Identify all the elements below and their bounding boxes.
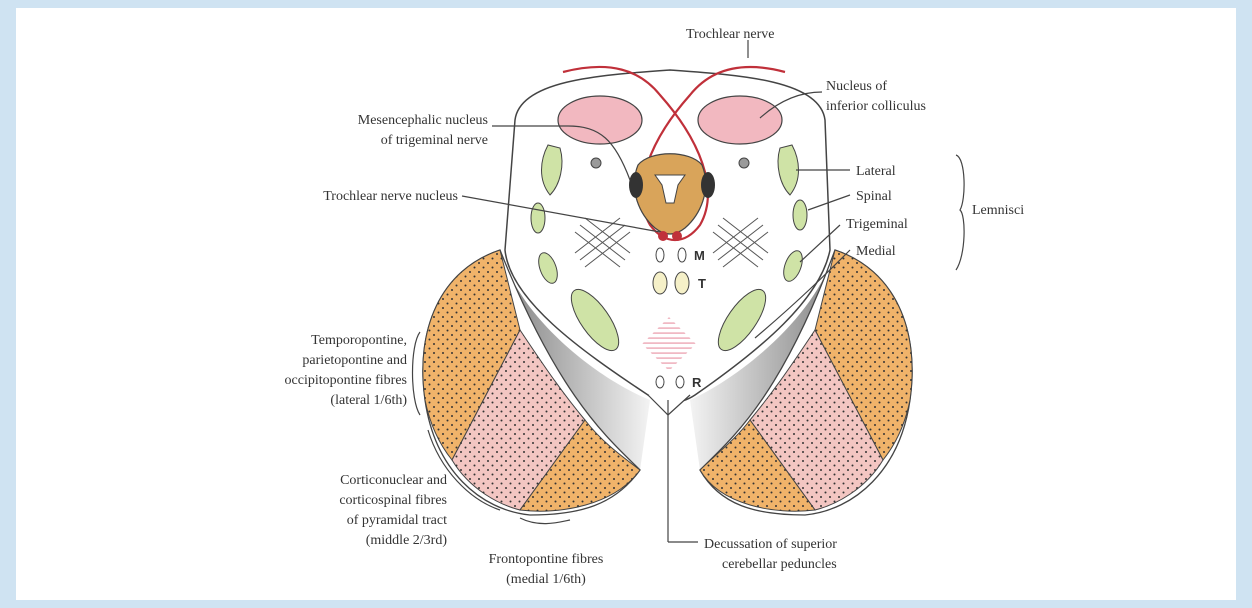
mesencephalic-nucleus-left — [629, 172, 643, 198]
label-temporo-4: (lateral 1/6th) — [330, 393, 407, 408]
label-temporo-3: occipitopontine fibres — [285, 373, 407, 388]
label-nucleus-inferior-colliculus-2: inferior colliculus — [826, 99, 926, 114]
mesencephalic-nucleus-right — [701, 172, 715, 198]
spinal-lemniscus-right — [793, 200, 807, 230]
label-fronto-2: (medial 1/6th) — [506, 572, 586, 587]
label-trochlear-nucleus: Trochlear nerve nucleus — [323, 189, 458, 204]
inferior-colliculus-left — [558, 96, 642, 144]
letter-r: R — [692, 375, 702, 390]
spinal-lemniscus-left — [531, 203, 545, 233]
trochlear-nucleus-right — [672, 231, 682, 241]
letter-t: T — [698, 276, 706, 291]
label-cortico-2: corticospinal fibres — [339, 493, 447, 508]
letter-m: M — [694, 248, 705, 263]
label-cortico-3: of pyramidal tract — [347, 513, 447, 528]
label-temporo-1: Temporopontine, — [311, 333, 407, 348]
label-mesencephalic-1: Mesencephalic nucleus — [358, 113, 488, 128]
inferior-colliculus-right — [698, 96, 782, 144]
label-medial: Medial — [856, 244, 896, 259]
label-spinal: Spinal — [856, 189, 892, 204]
label-nucleus-inferior-colliculus-1: Nucleus of — [826, 79, 887, 94]
label-decussation-2: cerebellar peduncles — [722, 557, 837, 572]
label-decussation-1: Decussation of superior — [704, 537, 837, 552]
label-trochlear-nerve: Trochlear nerve — [686, 27, 775, 42]
label-lemnisci: Lemnisci — [972, 203, 1024, 218]
label-temporo-2: parietopontine and — [302, 353, 407, 368]
label-fronto-1: Frontopontine fibres — [489, 552, 604, 567]
label-cortico-1: Corticonuclear and — [340, 473, 447, 488]
label-trigeminal: Trigeminal — [846, 217, 908, 232]
label-lateral: Lateral — [856, 164, 896, 179]
label-mesencephalic-2: of trigeminal nerve — [381, 133, 488, 148]
label-cortico-4: (middle 2/3rd) — [366, 533, 448, 548]
